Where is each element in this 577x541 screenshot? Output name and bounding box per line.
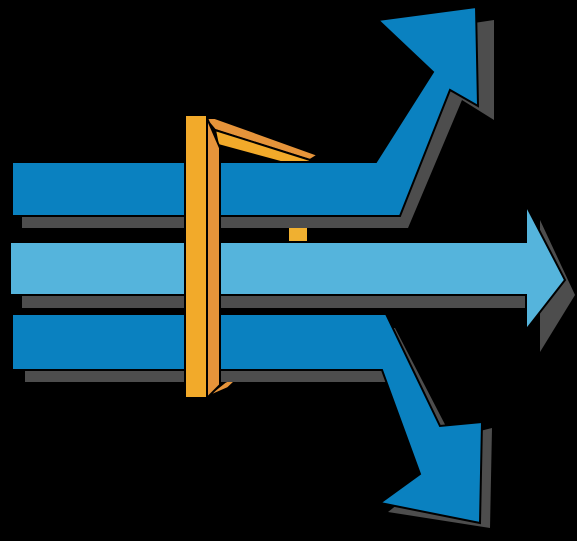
bottom-arrow <box>12 314 482 523</box>
frame-front-post <box>185 115 207 398</box>
frame-inner-post <box>207 118 220 398</box>
frame-front-group <box>185 115 220 398</box>
top-arrow <box>12 7 478 216</box>
